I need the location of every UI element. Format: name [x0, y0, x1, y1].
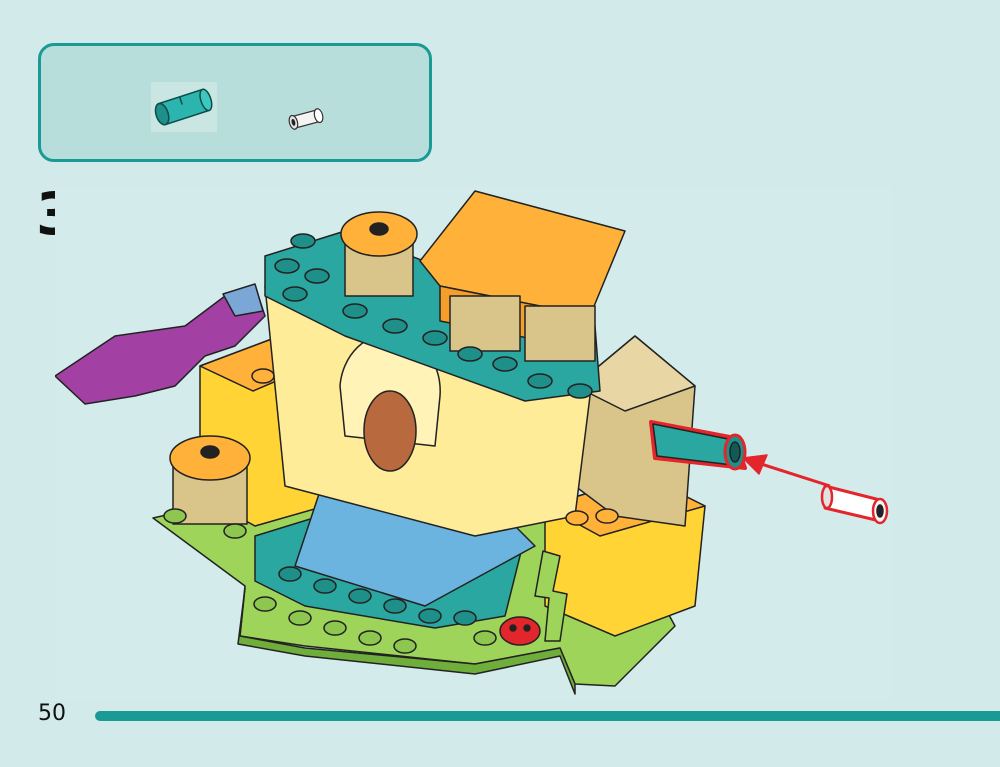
insert-arrow — [742, 454, 831, 488]
page-footer-bar — [95, 711, 1000, 721]
purple-slide — [55, 283, 266, 405]
build-illustration — [55, 186, 891, 700]
white-pin-icon — [288, 108, 324, 130]
parts-needed-box — [38, 43, 432, 162]
teal-pipe-highlight — [649, 420, 747, 471]
page-number: 50 — [38, 701, 66, 726]
ladybug — [499, 616, 541, 646]
teal-pipe-icon — [151, 82, 217, 132]
top-gear — [340, 211, 418, 297]
white-pin-highlight — [820, 484, 889, 525]
green-plant — [534, 550, 568, 642]
